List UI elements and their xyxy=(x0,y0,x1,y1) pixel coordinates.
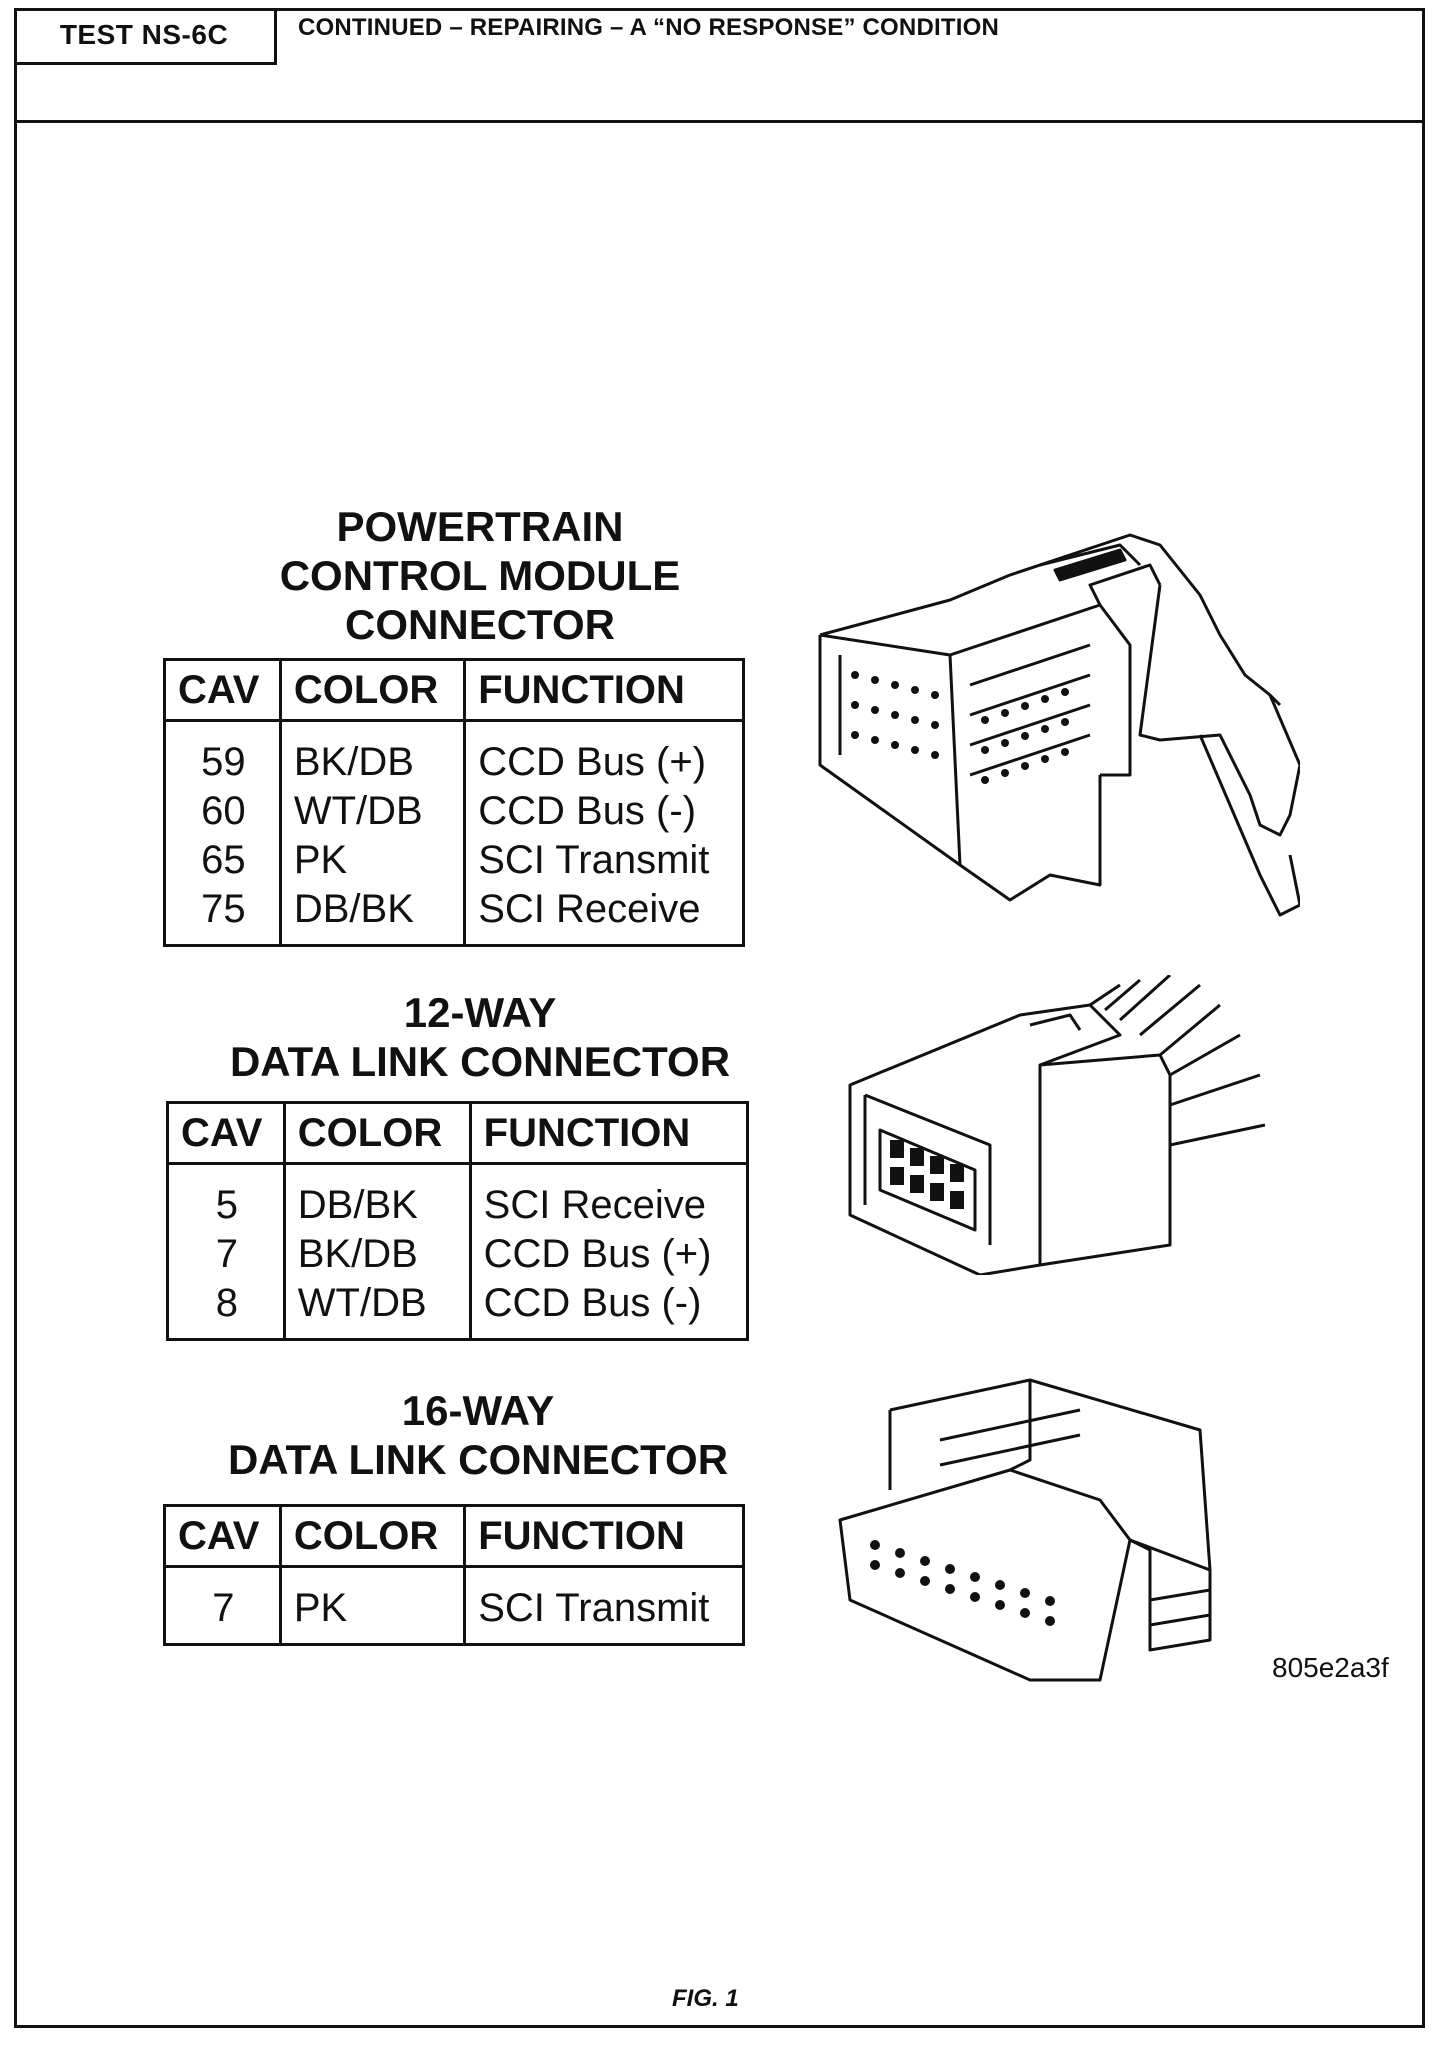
color-value: WT/DB xyxy=(293,789,423,833)
cav-header: CAV xyxy=(164,1505,282,1568)
color-value: BK/DB xyxy=(297,1232,418,1276)
table-row: 5 7 8 DB/BK BK/DB WT/DB SCI Receive CCD … xyxy=(167,1163,748,1340)
cav-header: CAV xyxy=(164,659,282,722)
header-divider xyxy=(14,120,1425,123)
cav-value: 60 xyxy=(201,789,246,833)
12-way-connector-illustration-icon xyxy=(840,975,1280,1275)
function-value: CCD Bus (+) xyxy=(478,740,707,784)
function-value: SCI Transmit xyxy=(478,838,710,882)
function-value: SCI Transmit xyxy=(478,1586,710,1630)
function-value: CCD Bus (-) xyxy=(478,789,697,833)
title-line: 16-WAY xyxy=(401,1387,555,1434)
cav-value: 5 xyxy=(215,1183,239,1227)
cav-cell: 59 60 65 75 xyxy=(164,720,282,946)
color-value: DB/BK xyxy=(293,887,414,931)
color-cell: PK xyxy=(280,1566,467,1645)
function-value: SCI Receive xyxy=(478,887,701,931)
title-line: DATA LINK CONNECTOR xyxy=(227,1436,729,1483)
12-way-connector-title: 12-WAY DATA LINK CONNECTOR xyxy=(180,988,780,1086)
cav-value: 7 xyxy=(212,1586,235,1630)
color-value: PK xyxy=(293,1586,348,1630)
function-header: FUNCTION xyxy=(464,1505,744,1568)
16-way-connector-title: 16-WAY DATA LINK CONNECTOR xyxy=(178,1386,778,1484)
pcm-connector-illustration-icon xyxy=(800,525,1300,945)
figure-id: 805e2a3f xyxy=(1272,1652,1389,1683)
figure-caption: FIG. 1 xyxy=(672,1985,739,2012)
color-header: COLOR xyxy=(280,659,467,722)
cav-value: 65 xyxy=(201,838,246,882)
function-cell: CCD Bus (+) CCD Bus (-) SCI Transmit SCI… xyxy=(465,721,744,946)
color-value: DB/BK xyxy=(297,1183,418,1227)
cav-value: 75 xyxy=(201,887,246,931)
cav-cell: 7 xyxy=(164,1566,282,1645)
function-value: CCD Bus (+) xyxy=(483,1232,712,1276)
title-line: CONNECTOR xyxy=(345,601,615,648)
table-row: 59 60 65 75 BK/DB WT/DB PK DB/BK CCD Bus… xyxy=(164,720,744,946)
title-line: 12-WAY xyxy=(403,989,557,1036)
table-header-row: CAV COLOR FUNCTION xyxy=(167,1102,748,1165)
cav-value: 8 xyxy=(215,1281,239,1325)
color-value: PK xyxy=(293,838,348,882)
color-value: BK/DB xyxy=(293,740,414,784)
color-cell: BK/DB WT/DB PK DB/BK xyxy=(280,720,467,946)
function-value: CCD Bus (-) xyxy=(483,1281,702,1325)
function-value: SCI Receive xyxy=(483,1183,706,1227)
test-id-label: TEST NS-6C xyxy=(14,8,277,65)
table-header-row: CAV COLOR FUNCTION xyxy=(164,659,744,722)
table-row: 7 PK SCI Transmit xyxy=(164,1566,744,1645)
cav-value: 59 xyxy=(201,740,246,784)
16-way-pin-table: CAV COLOR FUNCTION 7 PK SCI Transmit xyxy=(163,1504,745,1646)
function-header: FUNCTION xyxy=(470,1102,748,1165)
color-cell: DB/BK BK/DB WT/DB xyxy=(284,1163,472,1340)
cav-value: 7 xyxy=(215,1232,239,1276)
color-header: COLOR xyxy=(284,1102,472,1165)
function-header: FUNCTION xyxy=(464,659,744,722)
page-heading: CONTINUED – REPAIRING – A “NO RESPONSE” … xyxy=(298,14,999,41)
function-cell: SCI Transmit xyxy=(465,1567,744,1645)
pcm-pin-table: CAV COLOR FUNCTION 59 60 65 75 BK/DB WT/… xyxy=(163,658,745,947)
pcm-connector-title: POWERTRAIN CONTROL MODULE CONNECTOR xyxy=(230,502,730,649)
cav-cell: 5 7 8 xyxy=(167,1163,286,1340)
table-header-row: CAV COLOR FUNCTION xyxy=(164,1505,744,1568)
16-way-connector-illustration-icon xyxy=(830,1370,1230,1690)
12-way-pin-table: CAV COLOR FUNCTION 5 7 8 DB/BK BK/DB WT/… xyxy=(166,1101,749,1341)
title-line: POWERTRAIN xyxy=(336,503,624,550)
function-cell: SCI Receive CCD Bus (+) CCD Bus (-) xyxy=(470,1164,747,1340)
page-frame xyxy=(14,8,1425,2028)
title-line: CONTROL MODULE xyxy=(279,552,681,599)
color-value: WT/DB xyxy=(297,1281,427,1325)
title-line: DATA LINK CONNECTOR xyxy=(229,1038,731,1085)
color-header: COLOR xyxy=(280,1505,467,1568)
cav-header: CAV xyxy=(167,1102,286,1165)
